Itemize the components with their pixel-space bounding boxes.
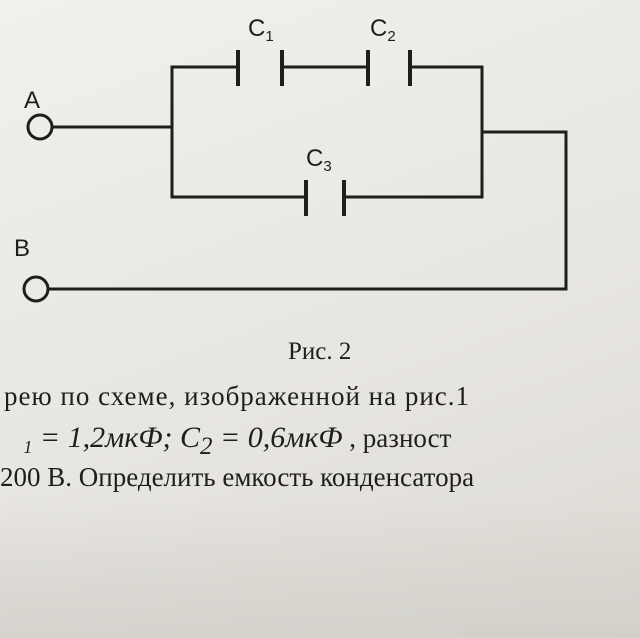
problem-text-line-2: ₁ = 1,2мкФ; C2 = 0,6мкФ , разност bbox=[22, 421, 451, 461]
terminal-a bbox=[26, 113, 54, 141]
label-c2-sub: 2 bbox=[387, 28, 395, 45]
circuit-diagram: A B C1 C2 C3 bbox=[14, 15, 568, 303]
problem-text-line-3: 200 В. Определить емкость конденсатора bbox=[0, 462, 475, 492]
problem-text-line-1: рею по схеме, изображенной на рис.1 bbox=[4, 381, 471, 411]
line2-subscript: 2 bbox=[199, 433, 213, 460]
line2-part-b: = 0,6мкФ bbox=[212, 421, 343, 454]
line2-part-a: ₁ = 1,2мкФ; C bbox=[22, 421, 200, 454]
label-c3-sub: 3 bbox=[323, 158, 331, 175]
label-c2-main: C bbox=[370, 15, 387, 42]
label-c1-sub: 1 bbox=[265, 28, 273, 45]
label-c1: C1 bbox=[248, 15, 274, 45]
page-shadow bbox=[0, 500, 640, 638]
label-c2: C2 bbox=[370, 15, 396, 45]
label-c3-main: C bbox=[306, 145, 323, 172]
terminal-b bbox=[22, 275, 50, 303]
line2-part-c: , разност bbox=[342, 423, 452, 453]
label-b: B bbox=[14, 235, 30, 262]
label-a: A bbox=[24, 87, 40, 114]
figure-caption: Рис. 2 bbox=[288, 338, 352, 365]
label-c3: C3 bbox=[306, 145, 332, 175]
label-c1-main: C bbox=[248, 15, 265, 42]
